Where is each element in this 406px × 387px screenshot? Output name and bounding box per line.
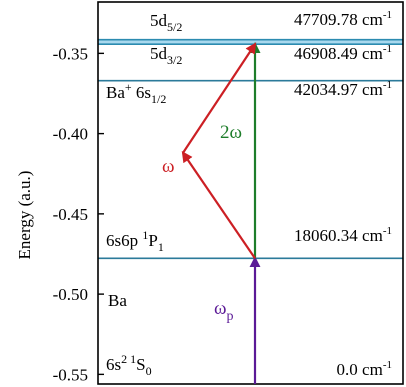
y-tick-label: -0.50 — [53, 285, 88, 304]
transition-arrow-omega-1 — [181, 151, 256, 259]
level-label-ba-atom: Ba — [108, 291, 127, 310]
two-omega-label: 2ω — [220, 122, 242, 143]
level-label-6s6p: 6s6p 1P1 — [106, 228, 164, 254]
level-label-6s2: 6s2 1S0 — [106, 352, 152, 378]
omega-label: ω — [162, 156, 175, 177]
transitions — [181, 42, 261, 384]
energy-value-6s12: 42034.97 cm-1 — [294, 79, 392, 99]
transition-arrow-omega-2 — [182, 42, 257, 154]
y-tick-label: -0.40 — [53, 125, 88, 144]
energy-value-6s6p: 18060.34 cm-1 — [294, 225, 392, 245]
y-tick-label: -0.55 — [53, 365, 88, 384]
energy-value-6s2: 0.0 cm-1 — [337, 359, 392, 379]
omega-p-label: ωp — [214, 298, 234, 324]
plot-frame — [97, 1, 404, 385]
level-label-5d32: 5d3/2 — [150, 44, 182, 67]
y-tick-marks — [98, 52, 104, 376]
energy-value-5d52: 47709.78 cm-1 — [294, 9, 392, 29]
5d-band — [98, 39, 403, 45]
y-tick-labels: -0.35 -0.40 -0.45 -0.50 -0.55 — [53, 44, 88, 384]
energy-value-5d32: 46908.49 cm-1 — [294, 43, 392, 63]
level-label-5d52: 5d5/2 — [150, 11, 182, 34]
y-tick-label: -0.35 — [53, 44, 88, 63]
y-axis-label: Energy (a.u.) — [15, 171, 34, 260]
level-label-ba-ion-6s: Ba+ 6s1/2 — [106, 80, 166, 106]
y-tick-label: -0.45 — [53, 205, 88, 224]
